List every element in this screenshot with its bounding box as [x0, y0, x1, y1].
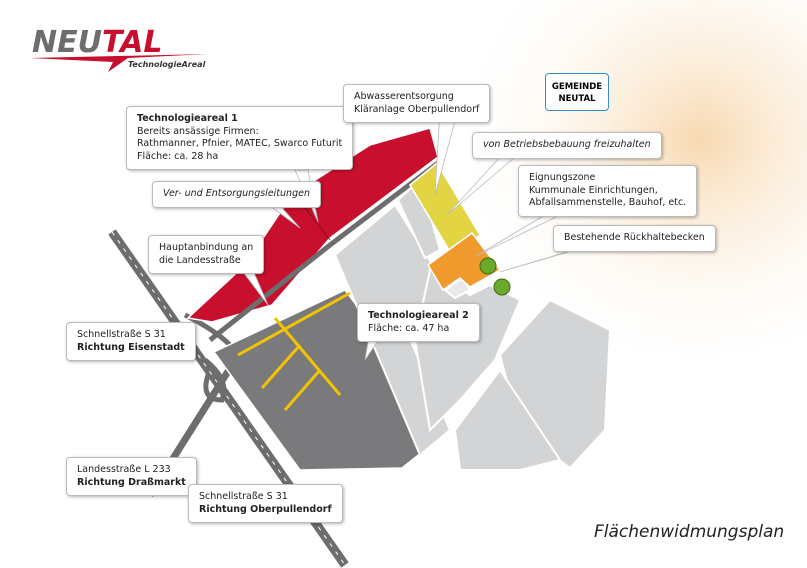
callout-leitungen: Ver- und Entsorgungsleitungen [152, 181, 321, 208]
svg-text:TechnologieAreal: TechnologieAreal [128, 60, 206, 69]
retention-basin [479, 257, 497, 275]
internal-roads [237, 291, 351, 411]
eignungszone [427, 231, 502, 292]
retention-basin [493, 278, 511, 296]
landesstrasse [208, 158, 444, 342]
map-title: Flächenwidmungsplan [594, 522, 785, 542]
neutal-logo: NEUTAL TechnologieAreal [28, 24, 218, 78]
svg-text:NEUTAL: NEUTAL [32, 25, 162, 60]
callout-rueckhaltebecken: Bestehende Rückhaltebecken [553, 225, 716, 252]
freizuhalten-area [409, 161, 481, 257]
callout-freizuhalten: von Betriebsbebauung freizuhalten [472, 132, 662, 159]
callout-technologieareal-1: Technologieareal 1 Bereits ansässige Fir… [126, 106, 354, 170]
